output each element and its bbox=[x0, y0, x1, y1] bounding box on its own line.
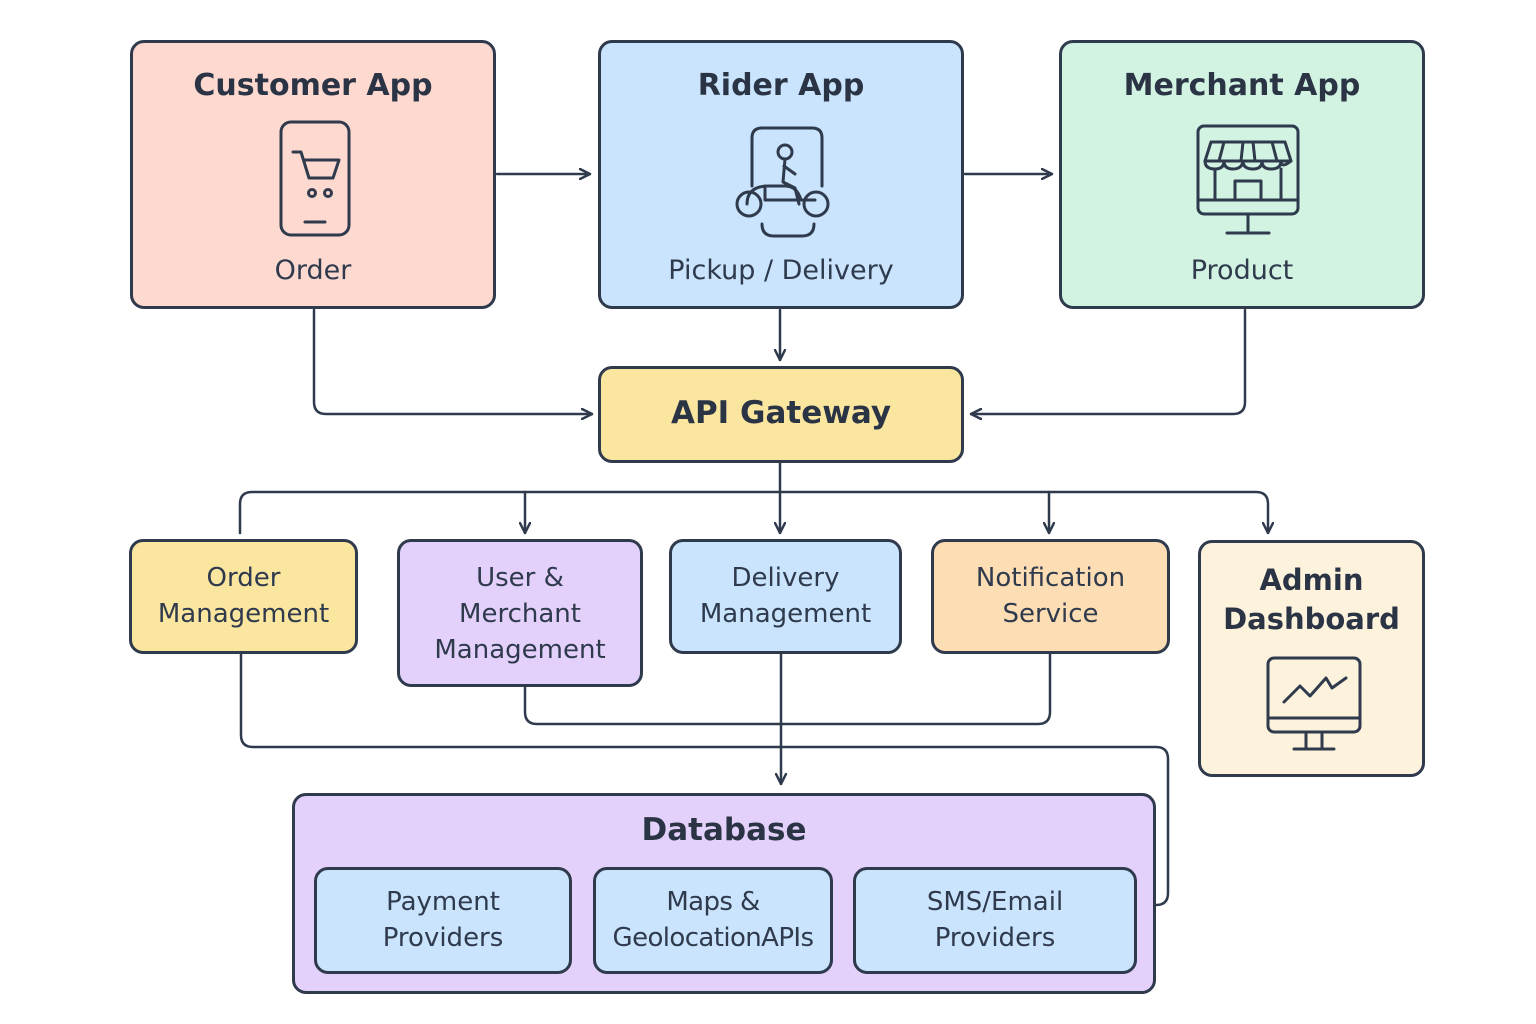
delivery-management-line1: Delivery bbox=[731, 563, 840, 593]
merchant-app-box: Merchant App Product bbox=[1059, 40, 1425, 309]
database-title: Database bbox=[641, 812, 807, 848]
api-gateway-box: API Gateway bbox=[598, 366, 964, 463]
notification-service-line2: Service bbox=[1002, 599, 1099, 629]
shopping-cart-phone-icon bbox=[279, 120, 353, 242]
user-to-notification-line bbox=[523, 652, 1052, 726]
api-gateway-title: API Gateway bbox=[670, 395, 892, 431]
merchant-app-title: Merchant App bbox=[1123, 68, 1361, 103]
rider-app-box: Rider App Pickup / Delivery bbox=[598, 40, 964, 309]
order-management-line2: Management bbox=[157, 599, 330, 629]
maps-geolocation-box: Maps & GeolocationAPIs bbox=[593, 867, 833, 974]
arrow-merchant-to-gateway bbox=[969, 308, 1247, 414]
payment-providers-line1: Payment bbox=[386, 887, 500, 917]
payment-providers-line2: Providers bbox=[382, 923, 504, 953]
admin-dashboard-box: Admin Dashboard bbox=[1198, 540, 1425, 777]
customer-app-box: Customer App Order bbox=[130, 40, 496, 309]
order-management-box: Order Management bbox=[129, 539, 358, 654]
database-box: Database Payment Providers Maps & Geoloc… bbox=[292, 793, 1156, 994]
sms-email-line1: SMS/Email bbox=[926, 887, 1064, 917]
user-merchant-line1: User & bbox=[476, 563, 564, 593]
order-to-database-line bbox=[239, 652, 1170, 907]
rider-app-title: Rider App bbox=[697, 68, 865, 103]
arrow-customer-to-gateway bbox=[312, 308, 594, 414]
user-merchant-management-box: User & Merchant Management bbox=[397, 539, 643, 687]
merchant-app-subtitle: Product bbox=[1190, 255, 1294, 286]
user-merchant-line2: Merchant bbox=[459, 599, 581, 629]
scooter-rider-icon bbox=[735, 124, 831, 244]
user-merchant-line3: Management bbox=[434, 635, 606, 665]
payment-providers-box: Payment Providers bbox=[314, 867, 572, 974]
notification-service-box: Notification Service bbox=[931, 539, 1170, 654]
customer-app-title: Customer App bbox=[193, 68, 433, 103]
storefront-monitor-icon bbox=[1195, 123, 1301, 243]
maps-geolocation-line1: Maps & bbox=[666, 887, 760, 917]
delivery-management-box: Delivery Management bbox=[669, 539, 902, 654]
line-chart-monitor-icon bbox=[1266, 656, 1362, 756]
sms-email-providers-box: SMS/Email Providers bbox=[853, 867, 1137, 974]
admin-dashboard-line1: Admin bbox=[1259, 563, 1364, 597]
service-bus bbox=[238, 490, 1268, 535]
delivery-management-line2: Management bbox=[699, 599, 872, 629]
sms-email-line2: Providers bbox=[934, 923, 1056, 953]
order-management-line1: Order bbox=[206, 563, 281, 593]
admin-dashboard-line2: Dashboard bbox=[1223, 602, 1400, 636]
rider-app-subtitle: Pickup / Delivery bbox=[668, 255, 894, 286]
notification-service-line1: Notification bbox=[975, 563, 1126, 593]
customer-app-subtitle: Order bbox=[274, 255, 352, 286]
maps-geolocation-line2: GeolocationAPIs bbox=[612, 923, 815, 953]
